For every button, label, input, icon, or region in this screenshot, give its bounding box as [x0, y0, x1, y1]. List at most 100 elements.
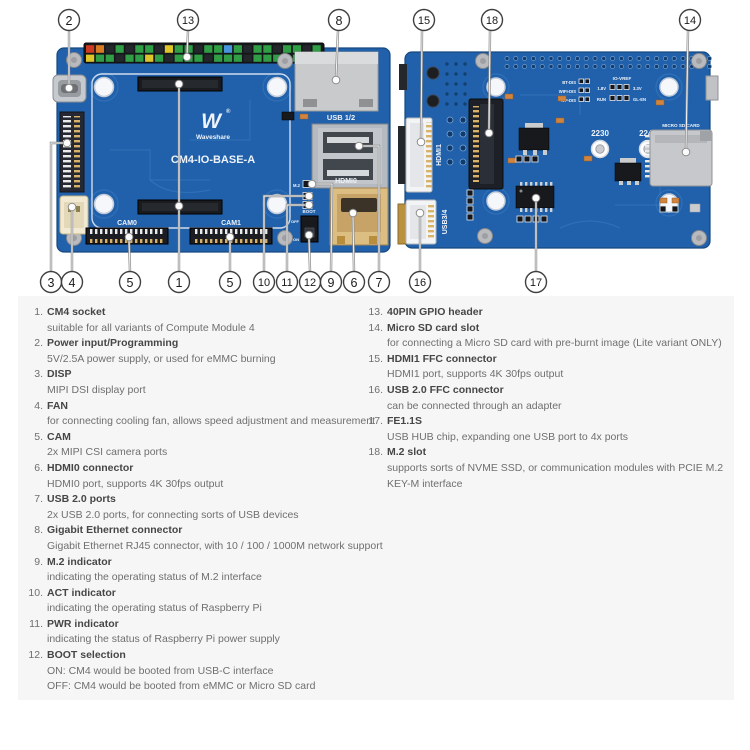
- legend-item-number: 10.: [28, 586, 43, 599]
- svg-text:W: W: [201, 110, 223, 133]
- voltage-regulator: [518, 123, 550, 155]
- legend-item-description: USB HUB chip, expanding one USB port to …: [387, 430, 629, 443]
- standoff-2230: 2230: [590, 129, 609, 159]
- svg-text:3: 3: [48, 276, 55, 290]
- svg-text:15: 15: [418, 15, 430, 27]
- legend-item-description: indicating the operating status of Raspb…: [47, 602, 262, 615]
- board-model-label: CM4-IO-BASE-A: [171, 154, 255, 166]
- callout-5: 5: [118, 270, 142, 294]
- legend-item-description: Gigabit Ethernet RJ45 connector, with 10…: [47, 539, 383, 552]
- legend-item-number: 12.: [28, 649, 43, 662]
- svg-text:3.3V: 3.3V: [633, 86, 642, 91]
- svg-text:10: 10: [258, 277, 270, 289]
- legend-item-number: 9.: [34, 555, 43, 568]
- svg-text:1: 1: [176, 276, 183, 290]
- jumper-block-disable: BT-DIS WIFI-DIS WP-DIS: [559, 78, 590, 103]
- svg-text:8: 8: [336, 14, 343, 28]
- legend-item-title: 40PIN GPIO header: [387, 306, 483, 318]
- svg-text:4: 4: [69, 276, 76, 290]
- svg-text:17: 17: [530, 277, 542, 289]
- callout-18: 18: [480, 8, 504, 32]
- legend-item-description: MIPI DSI display port: [47, 383, 146, 396]
- svg-text:CAM1: CAM1: [221, 220, 241, 227]
- svg-text:14: 14: [684, 15, 696, 27]
- legend-item-description: for connecting cooling fan, allows speed…: [47, 415, 376, 428]
- callout-15: 15: [412, 8, 436, 32]
- regulator-ic: [614, 158, 642, 185]
- svg-text:18: 18: [486, 15, 498, 27]
- callout-1: 1: [167, 270, 191, 294]
- edge-connector-right: [705, 75, 719, 101]
- legend-item-number: 11.: [29, 617, 43, 630]
- callout-3: 3: [39, 270, 63, 294]
- svg-text:®: ®: [226, 108, 231, 115]
- legend-item-number: 1.: [34, 306, 43, 318]
- legend-item-number: 14.: [368, 321, 383, 334]
- legend-item-title: M.2 slot: [387, 446, 427, 459]
- callout-6: 6: [342, 270, 366, 294]
- svg-text:GL-EN: GL-EN: [633, 97, 646, 102]
- legend-item-title: FAN: [47, 399, 68, 412]
- legend-item-number: 18.: [368, 446, 383, 459]
- legend-item: 18. M.2 slot supports sorts of NVME SSD, o…: [362, 445, 723, 492]
- legend-item: 10. ACT indicator indicating the operating…: [22, 586, 383, 617]
- legend-item-title: HDMI1 FFC connector: [387, 352, 497, 365]
- usb12-label: USB 1/2: [327, 113, 355, 122]
- svg-text:ON: ON: [293, 237, 299, 242]
- m2-slot: [468, 98, 504, 190]
- legend-item-title: USB 2.0 ports: [47, 493, 116, 506]
- callout-9: 9: [319, 270, 343, 294]
- legend-item-description: KEY-M interface: [387, 477, 463, 490]
- jumper-block-iovref: IO-VREF 1.8V 3.3V RUN GL-EN: [597, 76, 646, 102]
- legend-item-title: ACT indicator: [47, 586, 116, 599]
- legend-item-number: 6.: [34, 461, 43, 474]
- legend-item-number: 8.: [34, 524, 43, 537]
- waveshare-logo: W ® Waveshare: [196, 108, 231, 141]
- legend-item-title: PWR indicator: [47, 617, 119, 630]
- callout-4: 4: [60, 270, 84, 294]
- legend-item-number: 7.: [34, 493, 43, 506]
- capacitor: [426, 94, 440, 108]
- svg-text:IO-VREF: IO-VREF: [613, 76, 632, 81]
- callout-14: 14: [678, 8, 702, 32]
- legend-item-number: 15.: [368, 352, 383, 365]
- legend-item-number: 3.: [34, 368, 43, 381]
- legend-item-description: supports sorts of NVME SSD, or communica…: [387, 461, 724, 474]
- legend-item-title: M.2 indicator: [47, 555, 112, 568]
- hdmi0-label: HDMI0: [335, 178, 357, 185]
- legend-item-title: Gigabit Ethernet connector: [47, 524, 183, 537]
- svg-text:HDMI1: HDMI1: [436, 144, 443, 166]
- svg-text:2242: 2242: [639, 129, 657, 138]
- legend-item-description: can be connected through an adapter: [387, 399, 562, 412]
- legend-item-description: 5V/2.5A power supply, or used for eMMC b…: [47, 352, 276, 365]
- legend-item: 13.40PIN GPIO header: [362, 305, 723, 321]
- svg-text:Waveshare: Waveshare: [196, 134, 230, 141]
- legend-item-description: 2x MIPI CSI camera ports: [47, 446, 168, 459]
- dsi-connector: [59, 111, 85, 193]
- legend-item-description: suitable for all variants of Compute Mod…: [47, 321, 255, 334]
- legend-item-description: indicating the operating status of M.2 i…: [47, 571, 262, 584]
- via-grid: [445, 62, 467, 166]
- legend-item-title: Power input/Programming: [47, 337, 179, 350]
- callout-16: 16: [408, 270, 432, 294]
- callout-17: 17: [524, 270, 548, 294]
- svg-text:9: 9: [328, 276, 335, 290]
- legend-item-description: OFF: CM4 would be booted from eMMC or Mi…: [47, 680, 316, 693]
- capacitor: [426, 66, 440, 80]
- legend-item-title: HDMI0 connector: [47, 461, 134, 474]
- svg-text:2: 2: [66, 14, 73, 28]
- callout-13: 13: [176, 8, 200, 32]
- legend-item-title: FE1.1S: [387, 415, 423, 428]
